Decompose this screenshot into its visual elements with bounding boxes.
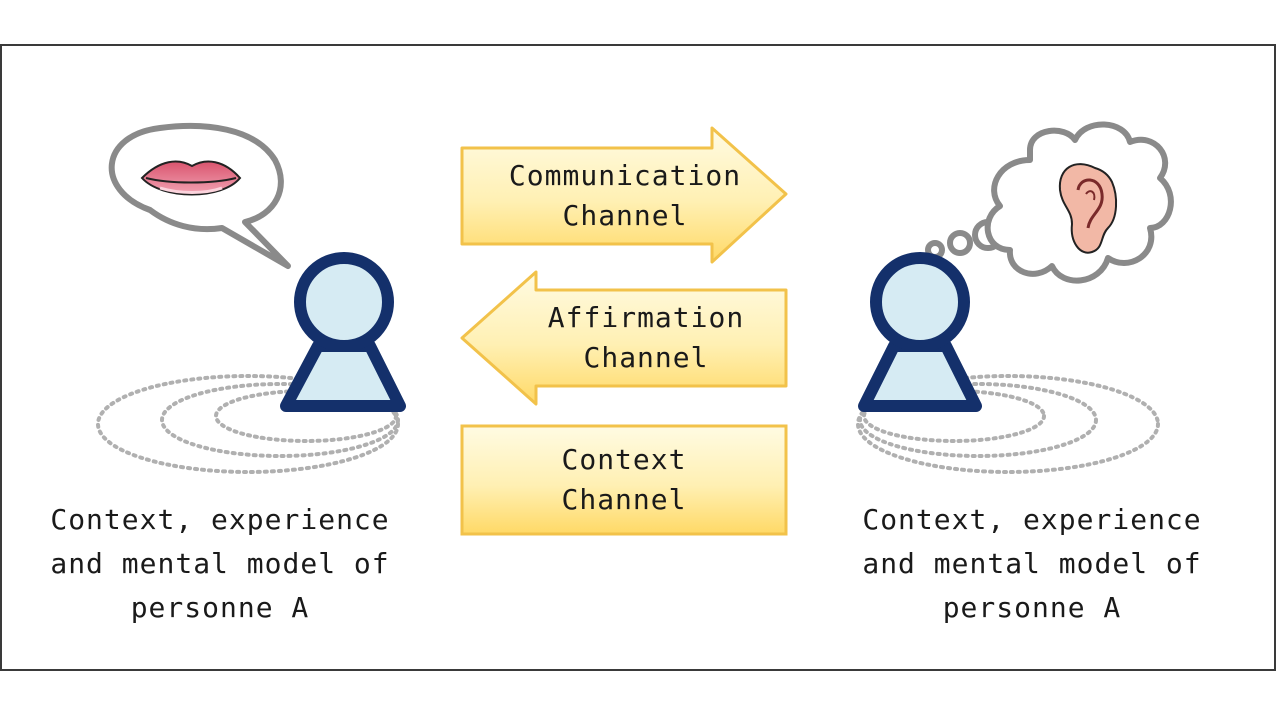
context-box-shape	[460, 424, 788, 536]
person-left-caption: Context, experience and mental model of …	[30, 498, 410, 630]
affirmation-arrow-shape	[460, 270, 788, 406]
caption-left-line1: Context, experience	[50, 503, 390, 536]
person-right-caption: Context, experience and mental model of …	[842, 498, 1222, 630]
context-line2: Channel	[561, 483, 687, 516]
affirmation-line2: Channel	[583, 341, 709, 374]
caption-right-line1: Context, experience	[862, 503, 1202, 536]
person-icon-right	[858, 252, 982, 412]
thought-bubble-right	[925, 121, 1174, 284]
ripple-rings-left	[96, 374, 400, 474]
communication-line2: Channel	[562, 199, 688, 232]
context-channel-label: Context Channel	[462, 440, 786, 520]
communication-arrow-shape	[460, 126, 788, 264]
speech-bubble-left	[108, 122, 291, 269]
communication-channel-label: Communication Channel	[462, 156, 788, 236]
lips-icon	[140, 160, 242, 196]
communication-line1: Communication	[508, 159, 742, 192]
caption-right-line3: personne A	[942, 591, 1122, 624]
caption-left-line3: personne A	[130, 591, 310, 624]
person-icon-left	[280, 252, 406, 412]
caption-right-line2: and mental model of	[862, 547, 1202, 580]
ear-icon	[1058, 163, 1118, 254]
caption-left-line2: and mental model of	[50, 547, 390, 580]
affirmation-channel-label: Affirmation Channel	[506, 298, 786, 378]
affirmation-line1: Affirmation	[547, 301, 745, 334]
context-line1: Context	[561, 443, 687, 476]
